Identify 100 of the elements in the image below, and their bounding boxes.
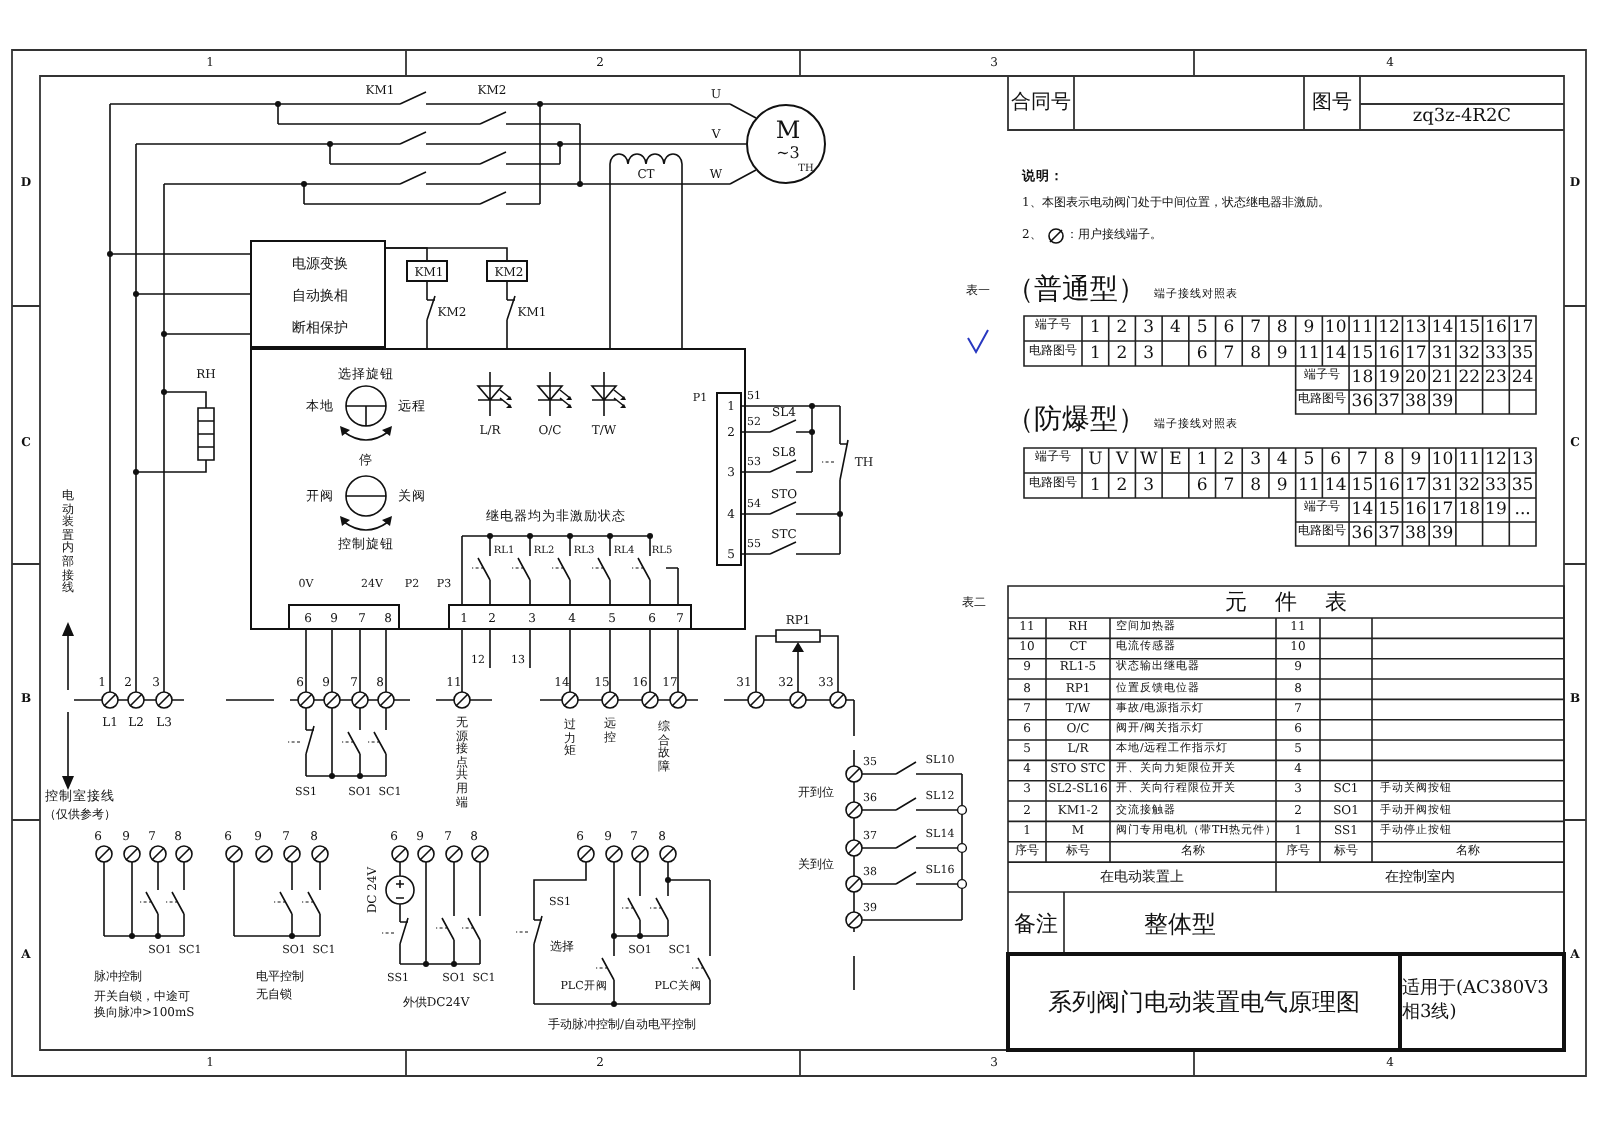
power-module-box (250, 240, 386, 348)
table-text: 17 (1431, 501, 1454, 519)
table-text: W (1140, 452, 1158, 469)
table-text: 39 (1431, 393, 1454, 411)
table-text: 31 (1431, 345, 1454, 362)
table-text: 2 (1223, 452, 1235, 469)
table-text: 9 (1276, 477, 1288, 494)
table-text: 12 (1378, 320, 1400, 337)
table-text: 8 (1250, 477, 1261, 494)
table-text: 1 (1089, 345, 1101, 362)
table-text: 15 (1378, 501, 1400, 519)
table-text: 10 (1324, 320, 1347, 337)
table-text: 21 (1431, 369, 1454, 387)
table-text: 33 (1485, 345, 1507, 362)
table-text: 12 (1485, 452, 1507, 469)
table-text: 31 (1431, 477, 1454, 494)
table-text: 36 (1351, 393, 1374, 411)
table-text: 1 (1089, 320, 1101, 337)
table-text: 2 (1116, 345, 1128, 362)
terminal-strip (448, 604, 692, 630)
table-text: 16 (1485, 320, 1507, 337)
table-text: 19 (1378, 369, 1400, 387)
table-text: 33 (1485, 477, 1507, 494)
coil-box (486, 260, 528, 282)
table-text: 2 (1116, 477, 1128, 494)
table-text: 7 (1357, 452, 1368, 469)
table-text: 15 (1351, 345, 1374, 362)
control-unit-box (250, 348, 746, 630)
connector-line (426, 281, 436, 349)
table-text: 17 (1405, 477, 1427, 494)
table-text: 16 (1405, 501, 1427, 519)
table-text: 4 (1276, 452, 1288, 469)
terminal-strip (288, 604, 400, 630)
table-text: 6 (1196, 477, 1208, 494)
table-text: 35 (1511, 345, 1534, 362)
connector-line (506, 281, 516, 349)
table-text: 19 (1485, 501, 1507, 519)
table-text: 11 (1298, 345, 1320, 362)
table-text: 2 (1116, 320, 1128, 337)
table-text: ... (1514, 501, 1531, 519)
table-text: 6 (1196, 345, 1208, 362)
connector-line (385, 247, 508, 261)
table-text: 16 (1378, 477, 1400, 494)
motor-label: ~3 (776, 146, 800, 162)
table-text: 14 (1351, 501, 1374, 519)
table-text: 9 (1303, 320, 1315, 337)
table-text: 39 (1431, 525, 1454, 543)
motor-circle (746, 104, 826, 184)
table-text: 11 (1458, 452, 1481, 469)
table-text: 32 (1458, 345, 1481, 362)
table-text: 13 (1405, 320, 1427, 337)
table-text: 20 (1405, 369, 1427, 387)
table-text: 22 (1458, 369, 1481, 387)
table-text: 9 (1410, 452, 1422, 469)
drawing-title: 系列阀门电动装置电气原理图 (1048, 990, 1360, 1014)
header-text: 合同号 (1011, 93, 1071, 113)
table-text: 5 (1303, 452, 1315, 469)
table-title: （防爆型） (1006, 406, 1146, 434)
table-text: 16 (1378, 345, 1400, 362)
drawing-number: zq3z-4R2C (1412, 108, 1512, 126)
coil-box (406, 260, 448, 282)
table-text: 5 (1196, 320, 1208, 337)
table-text: 7 (1223, 477, 1235, 494)
table-text: 38 (1405, 393, 1427, 411)
table-text: 17 (1405, 345, 1427, 362)
table-text: 14 (1324, 477, 1347, 494)
table-text: 15 (1351, 477, 1374, 494)
table-text: 备注 (1014, 912, 1058, 934)
table-text: 1 (1089, 477, 1101, 494)
table-text: 14 (1324, 345, 1347, 362)
header-text: 图号 (1312, 93, 1352, 113)
table-text: 8 (1276, 320, 1288, 337)
table-title: （普通型） (1006, 276, 1146, 304)
table-text: 3 (1143, 320, 1155, 337)
table-text: 37 (1378, 525, 1400, 543)
table-text: 10 (1431, 452, 1454, 469)
table-text: V (1115, 452, 1129, 469)
table-text: 17 (1511, 320, 1534, 337)
motor-label: M (775, 118, 801, 142)
table-text: 7 (1223, 345, 1235, 362)
table-text: E (1169, 452, 1182, 469)
table-text: 36 (1351, 525, 1374, 543)
table-text: 9 (1276, 345, 1288, 362)
terminal-strip (716, 392, 742, 566)
table-text: 7 (1250, 320, 1261, 337)
table-text: 8 (1383, 452, 1395, 469)
table-text: 35 (1511, 477, 1534, 494)
table-text: 6 (1330, 452, 1342, 469)
table-text: 14 (1431, 320, 1454, 337)
table-text: 整体型 (1144, 911, 1216, 935)
table-text: 3 (1143, 477, 1155, 494)
table-text: 37 (1378, 393, 1400, 411)
table-text: 32 (1458, 477, 1481, 494)
table-text: 15 (1458, 320, 1481, 337)
applicability-text: 适用于(AC380V3相3线) (1402, 978, 1551, 1026)
table-text: 11 (1298, 477, 1320, 494)
table-text: 6 (1223, 320, 1235, 337)
table-text: U (1088, 452, 1103, 469)
table-text: 3 (1143, 345, 1155, 362)
table-text: 1 (1196, 452, 1208, 469)
